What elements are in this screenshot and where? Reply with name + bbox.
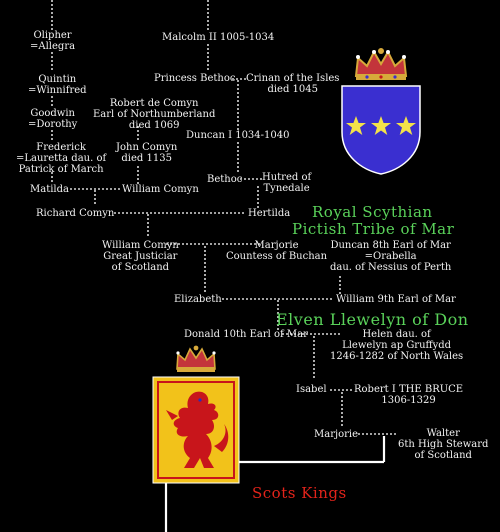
crown-icon xyxy=(354,48,408,80)
person-robert-de-comyn: Robert de Comyn Earl of Northumberland d… xyxy=(93,98,216,131)
person-quintin: Quintin =Winnifred xyxy=(28,74,87,96)
person-hutred: Hutred of Tynedale xyxy=(262,172,312,194)
person-crinan: Crinan of the Isles died 1045 xyxy=(246,73,340,95)
person-frederick: Frederick =Lauretta dau. of Patrick of M… xyxy=(16,142,107,175)
person-duncan-8th: Duncan 8th Earl of Mar =Orabella dau. of… xyxy=(330,240,452,273)
person-princess-bethoc: Princess Bethoc xyxy=(154,73,236,84)
blue-shield-three-stars-icon xyxy=(341,85,421,175)
person-malcolm-ii: Malcolm II 1005-1034 xyxy=(162,32,275,43)
person-william-comyn-justiciar: William Comyn Great Justiciar of Scotlan… xyxy=(102,240,179,273)
person-richard-comyn: Richard Comyn xyxy=(36,208,115,219)
person-isabel: Isabel xyxy=(296,384,327,395)
person-matilda: Matilda xyxy=(30,184,69,195)
crown-icon xyxy=(176,345,216,372)
person-elizabeth: Elizabeth xyxy=(174,294,222,305)
person-duncan-i: Duncan I 1034-1040 xyxy=(186,130,290,141)
label-pictish-tribe-of-mar: Pictish Tribe of Mar xyxy=(292,220,455,238)
person-robert-the-bruce: Robert I THE BRUCE 1306-1329 xyxy=(354,384,464,406)
person-donald: Donald 10th Earl of Mar xyxy=(184,329,308,340)
label-scots-kings: Scots Kings xyxy=(252,484,347,502)
person-marjorie: Marjorie xyxy=(314,429,358,440)
person-john-comyn: John Comyn died 1135 xyxy=(116,142,178,164)
person-marjorie-buchan: Marjorie Countess of Buchan xyxy=(226,240,328,262)
label-royal-scythian: Royal Scythian xyxy=(312,203,433,221)
person-goodwin: Goodwin =Dorothy xyxy=(28,108,78,130)
person-william-comyn: William Comyn xyxy=(122,184,199,195)
person-helen: Helen dau. of Llewelyn ap Gruffydd 1246-… xyxy=(330,329,464,362)
person-walter: Walter 6th High Steward of Scotland xyxy=(398,428,489,461)
person-bethoc: Bethoc xyxy=(207,174,243,185)
label-elven-llewelyn-of-don: Elven Llewelyn of Don xyxy=(276,310,469,329)
person-william-9th: William 9th Earl of Mar xyxy=(336,294,456,305)
lion-rampant-banner-icon xyxy=(152,376,240,484)
person-hertilda: Hertilda xyxy=(248,208,291,219)
person-olipher: Olipher =Allegra xyxy=(30,30,76,52)
